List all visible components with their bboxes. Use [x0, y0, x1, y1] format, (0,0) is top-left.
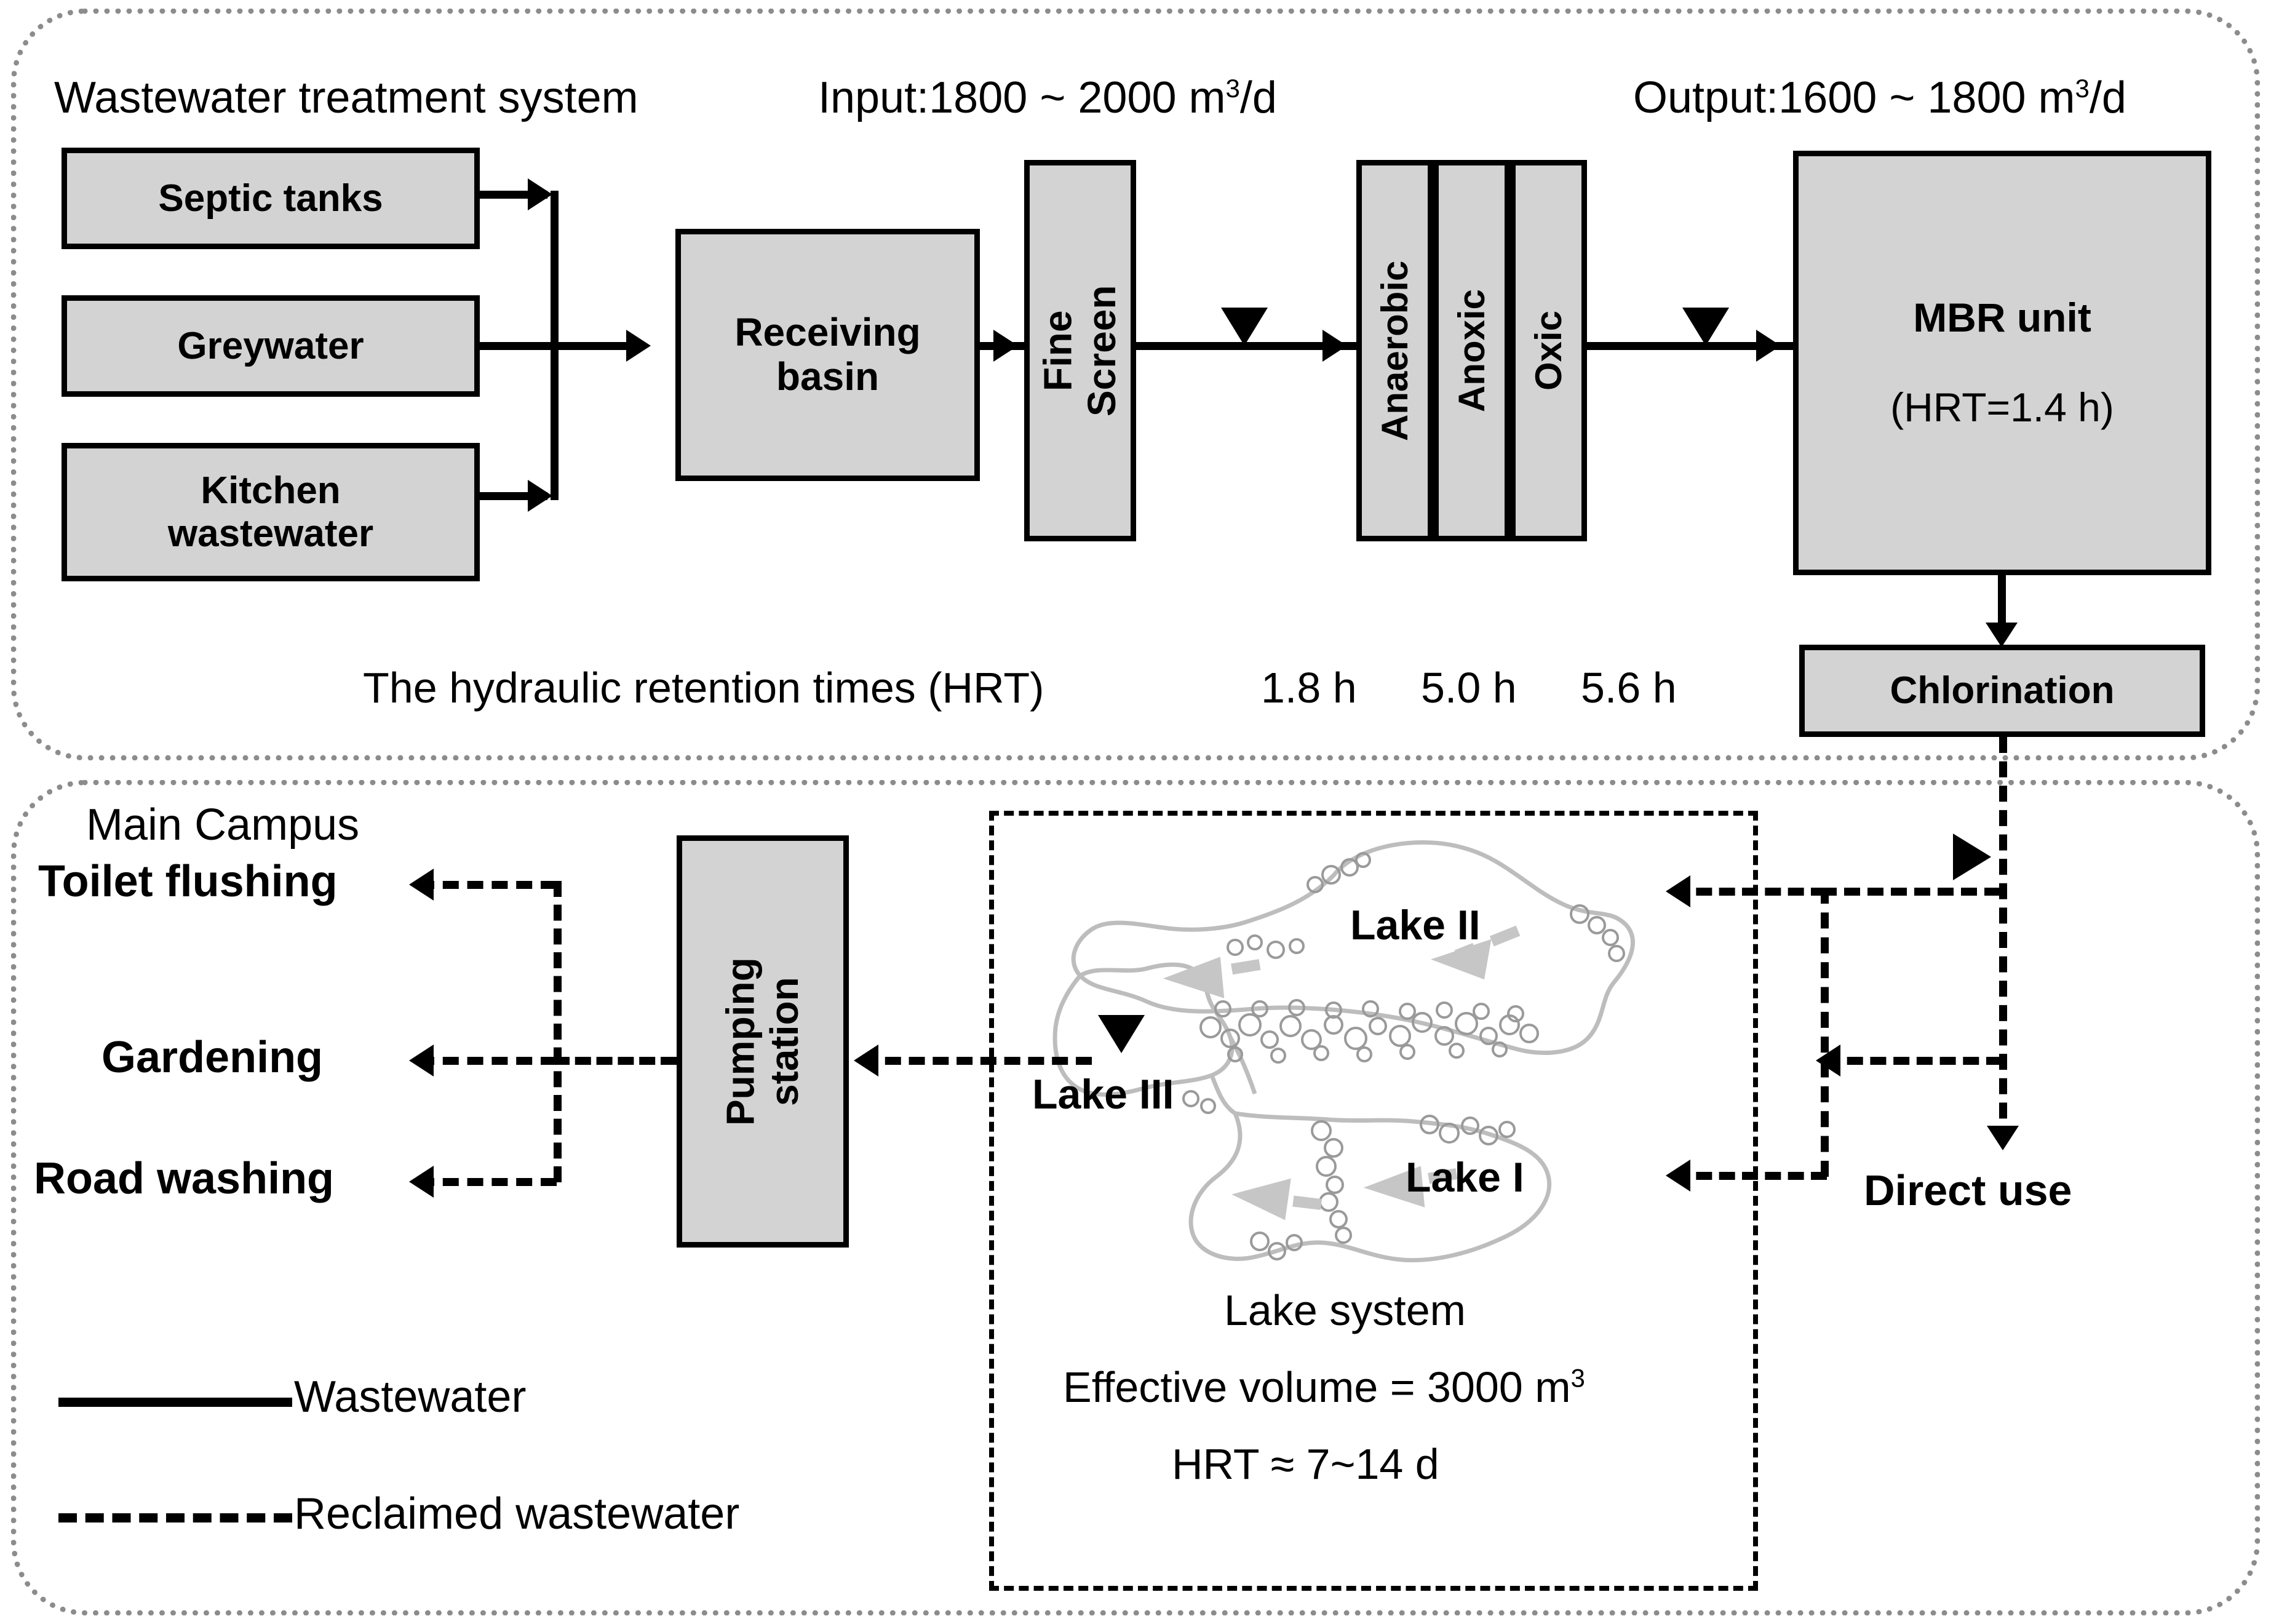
- arrowhead-to-chlorination: [1986, 623, 2018, 647]
- arrowhead-into-pumping-station: [854, 1045, 878, 1077]
- lake-volume-text: Effective volume = 3000 m: [1063, 1363, 1571, 1411]
- input-flow-label: Input:1800 ~ 2000 m3/d: [818, 73, 1277, 123]
- arrowhead-road-washing: [409, 1166, 434, 1198]
- manifold-bar: [551, 191, 559, 500]
- unit-box-oxic[interactable]: Oxic: [1510, 160, 1587, 541]
- sampling-point-triangle-lake-outlet: [1098, 1015, 1145, 1053]
- direct-use-label: Direct use: [1864, 1166, 2072, 1214]
- arrowhead-kitchen: [528, 480, 552, 512]
- dashed-bus-to-lake1: [1673, 1172, 1827, 1180]
- unit-box-fine-screen[interactable]: Fine Screen: [1024, 160, 1136, 541]
- arrowhead-into-lake1: [1666, 1160, 1690, 1192]
- source-box-septic-tanks[interactable]: Septic tanks: [62, 148, 480, 249]
- connector-a2o-to-mbr: [1587, 342, 1799, 350]
- dashed-bus-vertical: [1821, 888, 1829, 1177]
- unit-box-mbr[interactable]: MBR unit (HRT=1.4 h): [1793, 151, 2211, 575]
- hrt-value-anoxic: 5.0 h: [1421, 664, 1517, 712]
- lake-label-lake-2: Lake II: [1350, 902, 1481, 949]
- hrt-caption: The hydraulic retention times (HRT): [363, 664, 1044, 712]
- output-flow-label: Output:1600 ~ 1800 m3/d: [1633, 73, 2126, 123]
- dashed-to-road-washing: [418, 1178, 557, 1186]
- reuse-label-gardening: Gardening: [101, 1033, 324, 1082]
- dashed-to-gardening: [418, 1057, 557, 1065]
- legend-swatch-reclaimed-wastewater: [58, 1513, 292, 1522]
- input-unit: /d: [1239, 73, 1277, 122]
- dashed-bus-to-lake2: [1673, 888, 1827, 896]
- dashed-pumping-to-riser: [554, 1057, 677, 1065]
- input-flow-text: Input:1800 ~ 2000 m: [818, 73, 1226, 122]
- dashed-to-toilet-flushing: [418, 881, 557, 889]
- sampling-point-triangle-2: [1682, 308, 1729, 346]
- unit-box-pumping-station[interactable]: Pumping station: [677, 835, 849, 1248]
- arrowhead-to-fine-screen: [993, 330, 1018, 362]
- arrowhead-septic: [528, 178, 552, 210]
- unit-label-pumping-station: Pumping station: [718, 957, 806, 1126]
- lake-system-box: [989, 811, 1758, 1591]
- zone-title-campus: Main Campus: [86, 800, 360, 850]
- source-box-kitchen-wastewater[interactable]: Kitchen wastewater: [62, 443, 480, 581]
- output-flow-text: Output:1600 ~ 1800 m: [1633, 73, 2075, 122]
- dashed-distribution-riser: [554, 881, 562, 1182]
- output-unit: /d: [2089, 73, 2126, 122]
- lake-system-hrt: HRT ≈ 7~14 d: [1172, 1440, 1439, 1488]
- unit-box-anaerobic[interactable]: Anaerobic: [1356, 160, 1433, 541]
- unit-label-mbr-hrt: (HRT=1.4 h): [1890, 384, 2114, 430]
- source-box-greywater[interactable]: Greywater: [62, 295, 480, 397]
- connector-greywater-to-manifold: [480, 342, 640, 350]
- dashed-branch-to-bus-lake2: [1821, 888, 2000, 896]
- unit-box-anoxic[interactable]: Anoxic: [1433, 160, 1510, 541]
- lake-label-lake-1: Lake I: [1406, 1154, 1524, 1201]
- sampling-point-triangle-3: [1953, 834, 1991, 880]
- arrowhead-mid-branch: [1816, 1045, 1840, 1077]
- dashed-mid-branch: [1824, 1057, 2002, 1065]
- arrowhead-toilet-flushing: [409, 869, 434, 901]
- output-exponent: 3: [2075, 74, 2090, 103]
- arrowhead-direct-use: [1987, 1126, 2019, 1150]
- lake-system-caption: Lake system: [1224, 1286, 1466, 1334]
- zone-title-treatment: Wastewater treatment system: [54, 73, 638, 122]
- lake-label-lake-3: Lake III: [1032, 1071, 1174, 1118]
- lake-system-volume: Effective volume = 3000 m3: [1063, 1363, 1585, 1412]
- zone-main-campus: [11, 780, 2260, 1615]
- lake-volume-exponent: 3: [1570, 1363, 1585, 1393]
- legend-swatch-wastewater: [58, 1398, 292, 1407]
- unit-box-receiving-basin[interactable]: Receiving basin: [675, 229, 980, 481]
- legend-label-wastewater: Wastewater: [294, 1372, 527, 1422]
- arrowhead-greywater: [626, 330, 651, 362]
- hrt-value-anaerobic: 1.8 h: [1261, 664, 1357, 712]
- reuse-label-toilet-flushing: Toilet flushing: [38, 857, 338, 906]
- arrowhead-to-a2o: [1322, 330, 1347, 362]
- unit-label-mbr-title: MBR unit: [1913, 295, 2091, 341]
- sampling-point-triangle-1: [1221, 308, 1268, 346]
- source-label-kitchen: Kitchen wastewater: [167, 469, 374, 555]
- zone-wastewater-treatment-system: [11, 9, 2260, 760]
- unit-box-chlorination[interactable]: Chlorination: [1799, 645, 2205, 737]
- arrowhead-to-mbr: [1756, 330, 1781, 362]
- dashed-lake-to-pumping: [861, 1057, 1092, 1065]
- dashed-chlorination-down: [1999, 737, 2007, 1143]
- arrowhead-gardening: [409, 1045, 434, 1077]
- input-exponent: 3: [1225, 74, 1240, 103]
- legend-label-reclaimed-wastewater: Reclaimed wastewater: [294, 1489, 740, 1538]
- reuse-label-road-washing: Road washing: [34, 1154, 335, 1203]
- connector-screen-to-a2o: [1136, 342, 1370, 350]
- hrt-value-oxic: 5.6 h: [1581, 664, 1677, 712]
- arrowhead-into-lake2: [1666, 875, 1690, 907]
- unit-label-fine-screen: Fine Screen: [1035, 285, 1124, 416]
- unit-label-receiving-basin: Receiving basin: [734, 310, 921, 399]
